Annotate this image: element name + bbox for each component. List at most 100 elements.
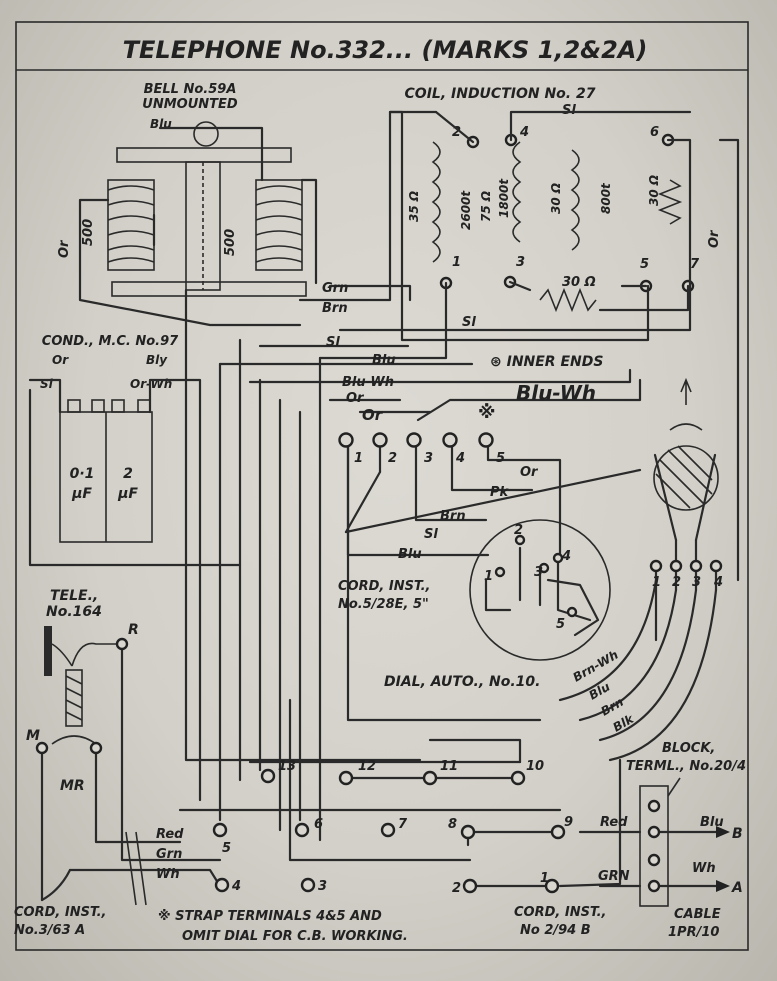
block-term-10: 10 xyxy=(526,759,544,774)
cable-a: A xyxy=(731,880,743,896)
coil-label: COIL, INDUCTION No. 27 xyxy=(405,86,596,102)
wire-label-blu-right: Blu xyxy=(700,815,724,830)
dial-term-1: 1 xyxy=(484,569,493,584)
strap-note-2: OMIT DIAL FOR C.B. WORKING. xyxy=(182,929,408,944)
block-arrow xyxy=(667,777,681,797)
wire-label-brn-dial: Brn xyxy=(440,509,466,524)
inner-ends-note: ⊛ INNER ENDS xyxy=(490,354,603,370)
coil-r-bottom: 30 Ω xyxy=(562,275,596,290)
wires xyxy=(28,110,740,906)
wire-label-grn: Grn xyxy=(322,281,348,296)
cord-inst-label: CORD, INST., xyxy=(338,579,430,594)
cord-right-label: CORD, INST., xyxy=(514,905,606,920)
ringer xyxy=(649,377,723,573)
dial-term-5: 5 xyxy=(556,617,565,632)
coil-r2: 2600t xyxy=(459,190,473,230)
cond-c1: 0·1 xyxy=(70,466,95,482)
block-term-7: 7 xyxy=(398,817,408,832)
block-label: BLOCK, xyxy=(662,741,715,756)
bell-label-2: UNMOUNTED xyxy=(142,97,238,112)
block-term-11: 11 xyxy=(440,759,458,774)
ring-term-3: 3 xyxy=(692,575,701,590)
dial-auto xyxy=(469,519,611,661)
wire-label-blu-wh: Blu-Wh xyxy=(342,375,394,390)
tele-handset xyxy=(35,626,129,755)
induction-coil xyxy=(431,141,683,313)
wire-label-grn-tele: Grn xyxy=(156,847,182,862)
border-frame xyxy=(15,21,749,951)
bell-coil-left: 500 xyxy=(81,219,96,246)
cord-term-2: 2 xyxy=(388,451,397,466)
block-term-5: 5 xyxy=(222,841,231,856)
terminal-block-20-4 xyxy=(639,785,730,907)
wire-label-or-bell: Or xyxy=(57,239,72,258)
wire-label-or-dial: Or xyxy=(520,465,539,480)
coil-r7: 30 Ω xyxy=(647,175,661,206)
cord-terminals xyxy=(338,432,494,448)
tele-label-2: No.164 xyxy=(46,604,102,620)
coil-term-3: 3 xyxy=(516,255,525,270)
ring-term-1: 1 xyxy=(652,575,661,590)
wire-label-blu-dial: Blu xyxy=(398,547,422,562)
tele-r: R xyxy=(128,622,139,638)
coil-term-2: 2 xyxy=(452,125,461,140)
ring-term-2: 2 xyxy=(672,575,681,590)
block-label-2: TERML., No.20/4 xyxy=(626,759,746,774)
wire-label-blu-main: Blu xyxy=(372,353,396,368)
cord-term-3: 3 xyxy=(424,451,433,466)
wire-label-sl-dial: Sl xyxy=(424,527,438,542)
strap-note-1: ※ STRAP TERMINALS 4&5 AND xyxy=(158,909,382,924)
terminal-strip xyxy=(212,768,566,894)
block-term-2: 2 xyxy=(452,881,461,896)
cable-label-2: 1PR/10 xyxy=(668,925,719,940)
coil-sl-label: Sl xyxy=(562,103,576,118)
coil-term-6: 6 xyxy=(650,125,659,140)
dial-term-2: 2 xyxy=(514,523,523,538)
bell-label: BELL No.59A xyxy=(144,82,237,97)
cond-c1-unit: μF xyxy=(71,486,92,502)
cord-left-label: CORD, INST., xyxy=(14,905,106,920)
bell-coil-right: 500 xyxy=(223,229,238,256)
wire-label-wh-right: Wh xyxy=(692,861,716,876)
cond-c2-unit: μF xyxy=(117,486,138,502)
wire-label-sl-coil: Sl xyxy=(462,315,476,330)
wire-label-brn-wh: Brn-Wh xyxy=(571,648,621,685)
wire-label-or-main: Or xyxy=(346,391,365,406)
wire-label-red: Red xyxy=(156,827,184,842)
cord-left-label-2: No.3/63 A xyxy=(14,923,85,938)
coil-r4: 1800t xyxy=(497,178,511,218)
tele-label: TELE., xyxy=(50,588,98,604)
tele-m: M xyxy=(26,728,40,744)
cord-term-4: 4 xyxy=(455,451,465,466)
wire-label-grn-caps: GRN xyxy=(598,869,630,884)
block-term-3: 3 xyxy=(318,879,327,894)
block-term-12: 12 xyxy=(358,759,376,774)
strap-mark: ※ xyxy=(478,402,496,423)
wire-label-wh-tele: Wh xyxy=(156,867,180,882)
coil-r6: 800t xyxy=(599,182,613,214)
coil-term-1: 1 xyxy=(452,255,461,270)
wire-label-sl-main: Sl xyxy=(326,335,340,350)
wire-label-bly: Bly xyxy=(146,353,168,367)
cable-label: CABLE xyxy=(674,907,721,922)
wire-label-brn: Brn xyxy=(322,301,348,316)
coil-term-7: 7 xyxy=(690,257,700,272)
condenser-label: COND., M.C. No.97 xyxy=(42,334,179,349)
block-term-1: 1 xyxy=(540,871,549,886)
block-term-13: 13 xyxy=(278,759,296,774)
coil-term-5: 5 xyxy=(640,257,649,272)
bell xyxy=(107,121,307,297)
wire-label-or-main-2: Or xyxy=(362,406,384,424)
block-term-4: 4 xyxy=(231,879,241,894)
coil-term-4: 4 xyxy=(519,125,529,140)
coil-r3: 75 Ω xyxy=(479,191,493,222)
cord-term-1: 1 xyxy=(354,451,363,466)
wire-label-blu-wh-big: Blu-Wh xyxy=(516,381,596,405)
dial-term-4: 4 xyxy=(561,549,571,564)
cable-b: B xyxy=(732,826,743,842)
coil-r1: 35 Ω xyxy=(407,191,421,222)
wire-label-blu-cord: Blu xyxy=(587,679,613,702)
wire-label-pk: Pk xyxy=(490,485,510,500)
